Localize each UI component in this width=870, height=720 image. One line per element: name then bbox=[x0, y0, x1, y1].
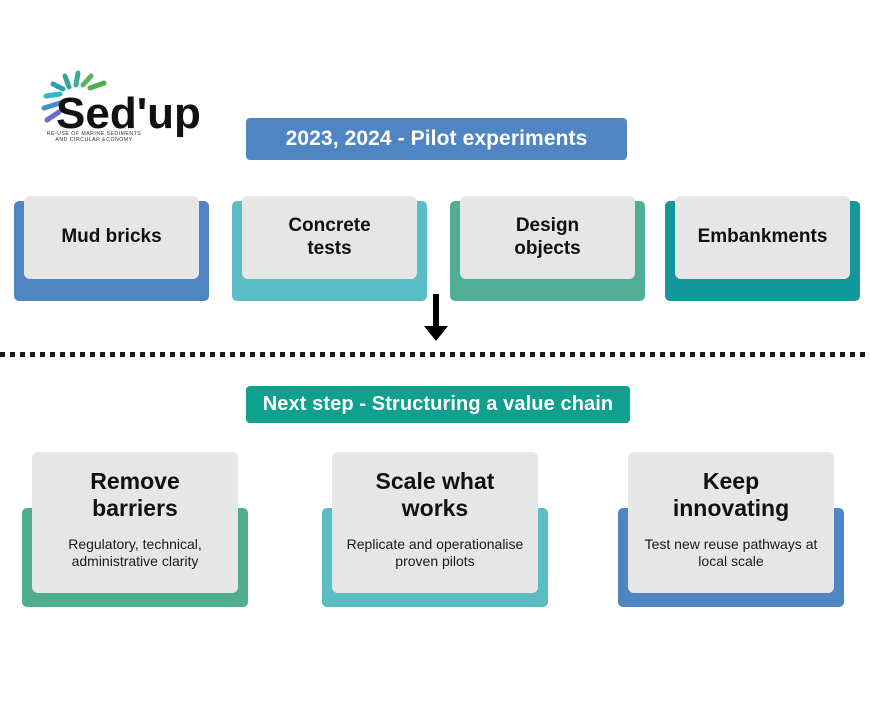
next-step-banner: Next step - Structuring a value chain bbox=[246, 386, 630, 423]
logo-burst-icon bbox=[41, 70, 107, 123]
card-embankments[interactable]: Embankments bbox=[665, 196, 860, 301]
card-description: Regulatory, technical,administrative cla… bbox=[68, 535, 202, 569]
down-arrow-icon bbox=[424, 294, 448, 341]
logo-tagline-line1: RE-USE OF MARINE SEDIMENTS bbox=[47, 131, 142, 137]
pilot-experiments-banner: 2023, 2024 - Pilot experiments bbox=[246, 118, 627, 160]
sedup-logo: Sed'up RE-USE OF MARINE SEDIMENTS AND CI… bbox=[38, 70, 218, 150]
logo-wordmark: Sed'up bbox=[56, 89, 201, 138]
card-panel: Mud bricks bbox=[24, 196, 199, 279]
section-divider bbox=[0, 352, 870, 357]
card-mud-bricks[interactable]: Mud bricks bbox=[14, 196, 209, 301]
logo-tagline-line2: AND CIRCULAR ECONOMY bbox=[55, 137, 132, 143]
logo-artwork: Sed'up RE-USE OF MARINE SEDIMENTS AND CI… bbox=[41, 70, 201, 143]
card-title: Mud bricks bbox=[61, 226, 162, 248]
card-title: Embankments bbox=[697, 226, 828, 248]
card-panel: Embankments bbox=[675, 196, 850, 279]
